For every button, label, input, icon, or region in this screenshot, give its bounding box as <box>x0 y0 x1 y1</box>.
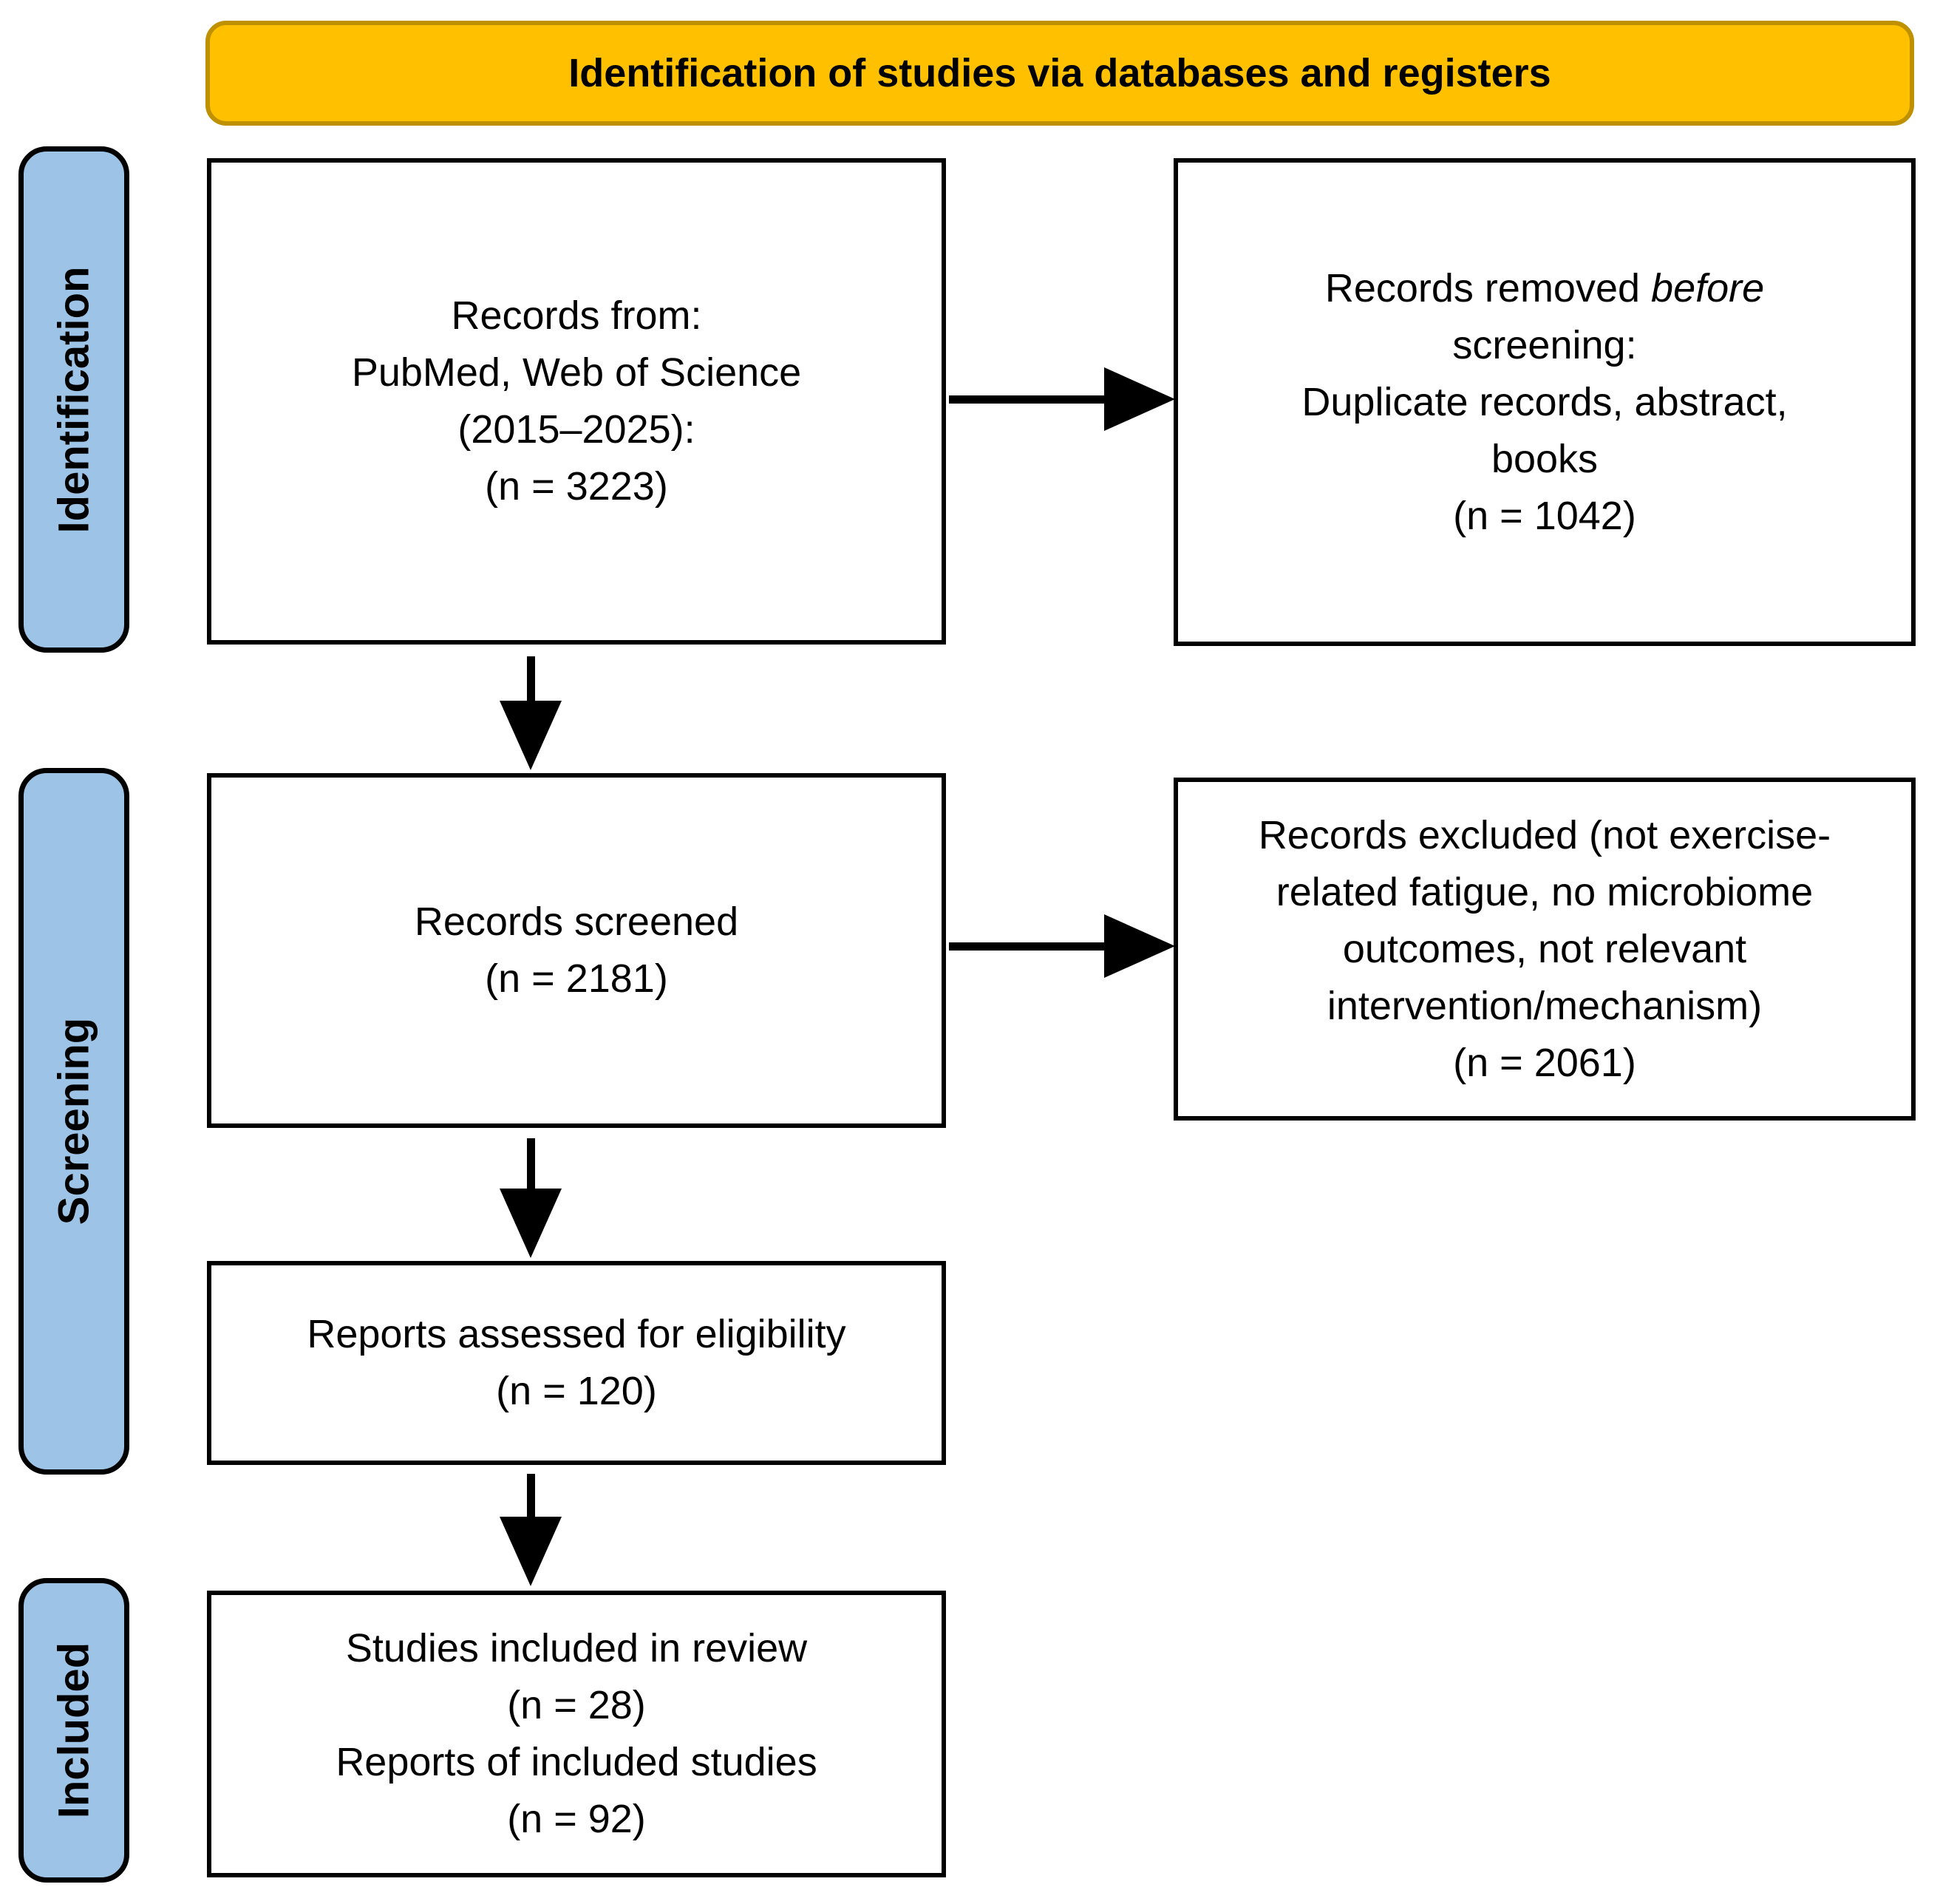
stage-label-identification: Identification <box>18 146 129 653</box>
reports-assessed-line: Reports assessed for eligibility <box>307 1312 846 1356</box>
arrow-identification-right-stem <box>949 395 1109 404</box>
records-removed-count: (n = 1042) <box>1453 493 1636 538</box>
stage-label-included-text: Included <box>50 1642 98 1819</box>
records-removed-line: Duplicate records, abstract, <box>1301 379 1788 424</box>
banner-title: Identification of studies via databases … <box>205 21 1914 126</box>
stage-label-included: Included <box>18 1578 129 1883</box>
banner-title-text: Identification of studies via databases … <box>568 51 1551 95</box>
records-removed-line1-pre: Records removed <box>1324 265 1652 310</box>
studies-included-line: Studies included in review <box>345 1626 808 1670</box>
reports-assessed-count: (n = 120) <box>496 1369 657 1413</box>
records-excluded-line: outcomes, not relevant <box>1342 926 1747 971</box>
stage-label-screening: Screening <box>18 768 129 1475</box>
arrow-screening-right-stem <box>949 942 1109 951</box>
arrow-down-3-stem <box>527 1474 535 1521</box>
studies-included-box: Studies included in review (n = 28) Repo… <box>207 1591 946 1877</box>
records-excluded-count: (n = 2061) <box>1453 1040 1636 1085</box>
records-screened-count: (n = 2181) <box>485 956 668 1001</box>
arrow-identification-right-head <box>1104 367 1175 431</box>
arrow-down-3-head <box>500 1517 562 1586</box>
reports-assessed-box: Reports assessed for eligibility (n = 12… <box>207 1261 946 1465</box>
records-removed-line: screening: <box>1452 322 1637 367</box>
arrow-screening-right-head <box>1104 914 1175 978</box>
arrow-down-1-stem <box>527 656 535 705</box>
records-screened-line: Records screened <box>414 900 739 944</box>
stage-label-identification-text: Identification <box>50 266 98 533</box>
studies-included-line: Reports of included studies <box>336 1740 817 1784</box>
arrow-down-2-stem <box>527 1138 535 1193</box>
records-from-line: (2015–2025): <box>457 407 695 452</box>
records-removed-box: Records removed before screening: Duplic… <box>1174 158 1916 646</box>
records-removed-line: Records removed before <box>1325 260 1764 317</box>
arrow-down-1-head <box>500 701 562 770</box>
records-from-box: Records from: PubMed, Web of Science (20… <box>207 158 946 645</box>
records-excluded-box: Records excluded (not exercise- related … <box>1174 778 1916 1121</box>
studies-included-count: (n = 28) <box>507 1683 646 1727</box>
records-excluded-line: related fatigue, no microbiome <box>1276 869 1814 914</box>
records-screened-box: Records screened (n = 2181) <box>207 773 946 1128</box>
records-excluded-line: Records excluded (not exercise- <box>1258 812 1831 857</box>
records-removed-line1-italic: before <box>1651 265 1765 310</box>
stage-label-screening-text: Screening <box>50 1017 98 1225</box>
records-from-count: (n = 3223) <box>485 464 668 509</box>
records-removed-line: books <box>1491 436 1599 481</box>
records-from-line: Records from: <box>451 293 702 338</box>
records-from-line: PubMed, Web of Science <box>351 350 802 395</box>
arrow-down-2-head <box>500 1189 562 1258</box>
records-excluded-line: intervention/mechanism) <box>1327 983 1763 1028</box>
studies-included-count: (n = 92) <box>507 1797 646 1841</box>
